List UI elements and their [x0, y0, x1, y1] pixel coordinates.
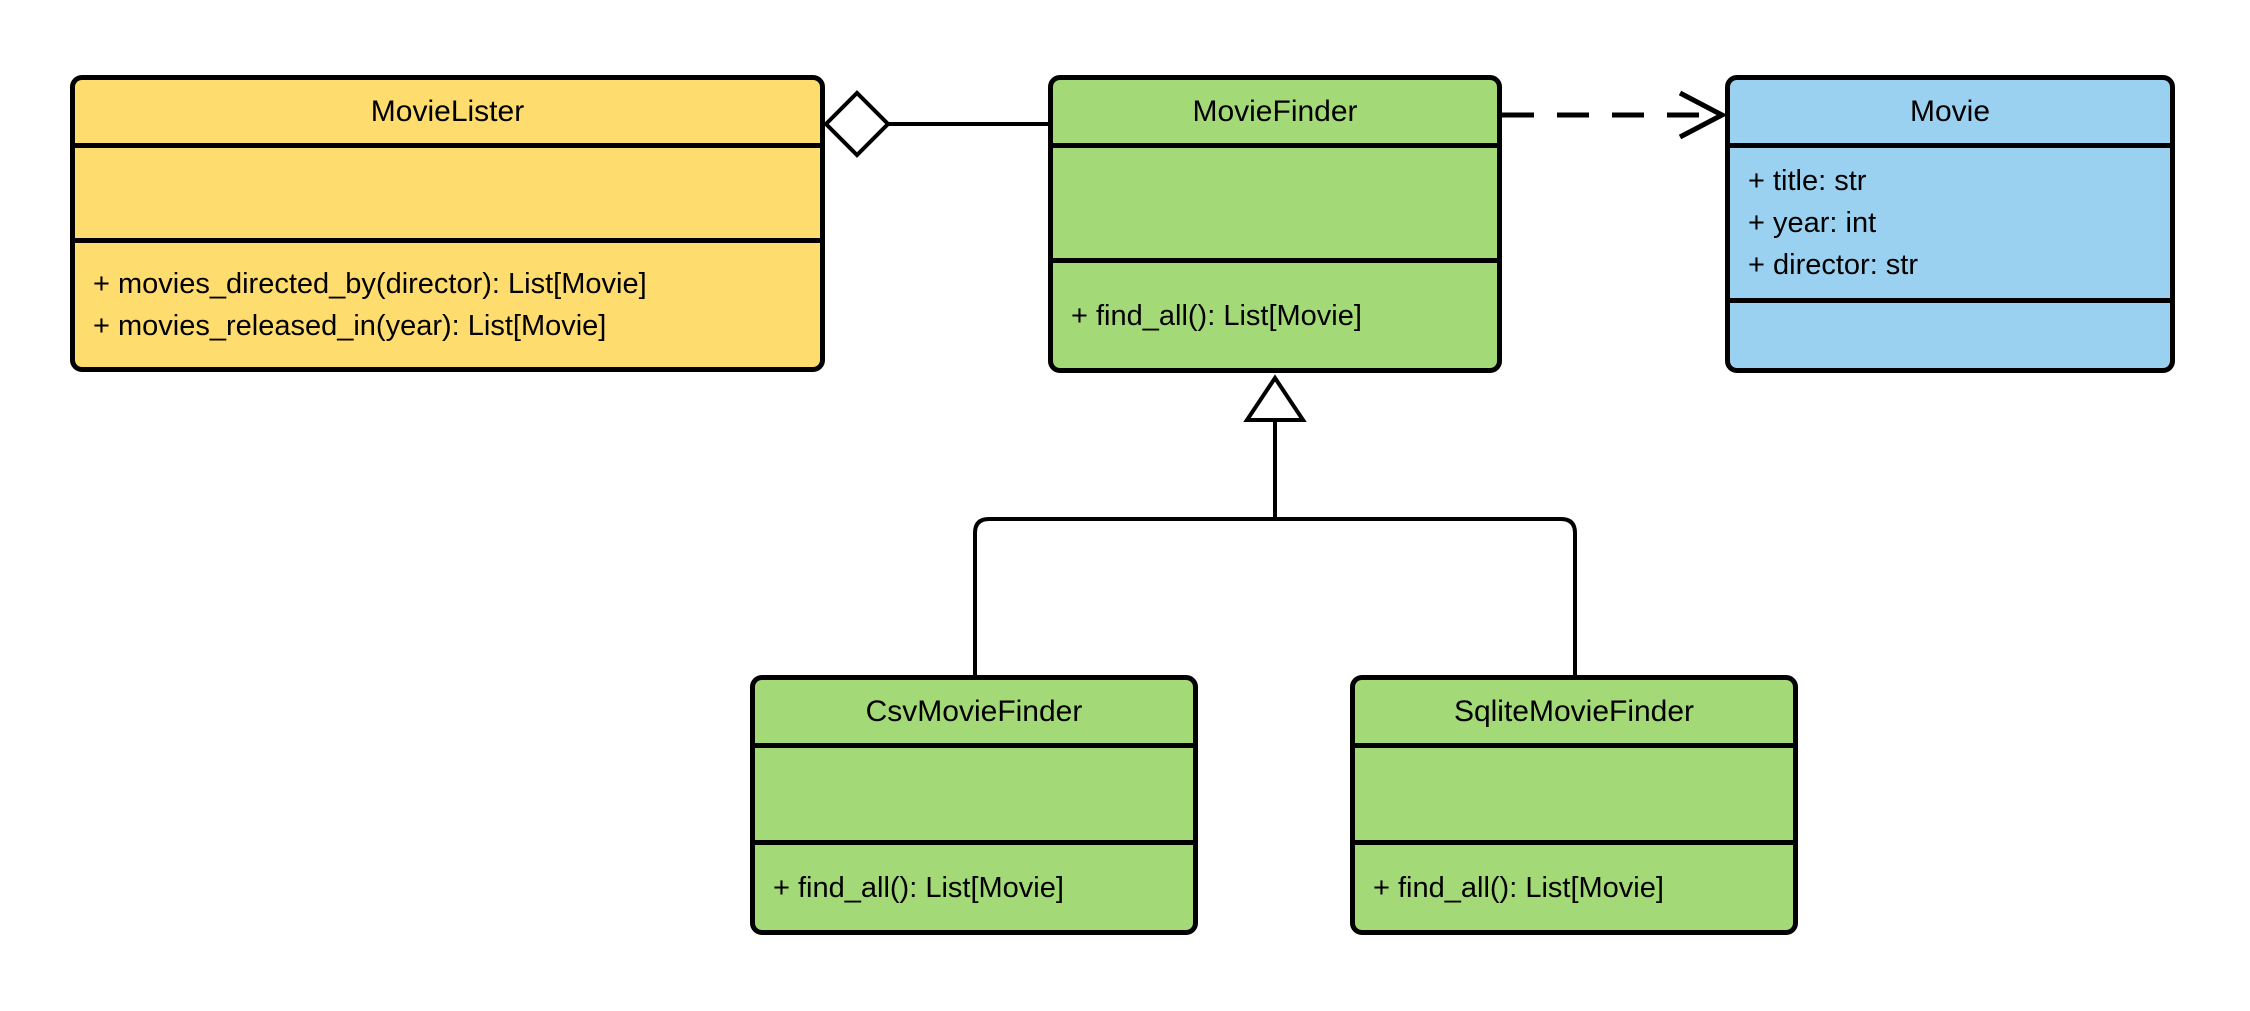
class-box-moviefinder: MovieFinder + find_all(): List[Movie]: [1048, 75, 1502, 373]
class-attributes-section-sqlitemoviefinder: [1355, 743, 1793, 840]
generalization-connector: [973, 374, 1577, 675]
class-attributes-section-movielister: [75, 143, 820, 238]
class-method: + movies_directed_by(director): List[Mov…: [93, 268, 647, 300]
class-box-movie: Movie + title: str + year: int + directo…: [1725, 75, 2175, 373]
aggregation-diamond-icon: [823, 90, 891, 158]
class-attribute: + year: int: [1748, 207, 1877, 239]
class-method: + find_all(): List[Movie]: [1071, 299, 1362, 332]
class-method: + movies_released_in(year): List[Movie]: [93, 310, 607, 342]
class-box-csvmoviefinder: CsvMovieFinder + find_all(): List[Movie]: [750, 675, 1198, 935]
class-attribute: + director: str: [1748, 249, 1919, 281]
class-attributes-section-movie: + title: str + year: int + director: str: [1730, 143, 2170, 298]
class-box-sqlitemoviefinder: SqliteMovieFinder + find_all(): List[Mov…: [1350, 675, 1798, 935]
class-title-moviefinder: MovieFinder: [1192, 94, 1358, 128]
class-title-movie: Movie: [1909, 94, 1991, 128]
class-methods-section-movielister: + movies_directed_by(director): List[Mov…: [75, 238, 820, 367]
class-methods-section-moviefinder: + find_all(): List[Movie]: [1053, 258, 1497, 368]
class-methods-section-movie: [1730, 298, 2170, 368]
class-box-movielister: MovieLister + movies_directed_by(directo…: [70, 75, 825, 372]
class-title-movielister: MovieLister: [370, 94, 525, 128]
dependency-open-arrow-icon: [1678, 90, 1728, 140]
dependency-connector: [1502, 90, 1728, 140]
generalization-branch-line: [973, 517, 1577, 675]
class-method: + find_all(): List[Movie]: [773, 871, 1064, 904]
class-attributes-section-csvmoviefinder: [755, 743, 1193, 840]
class-methods-section-csvmoviefinder: + find_all(): List[Movie]: [755, 840, 1193, 930]
class-attributes-section-moviefinder: [1053, 143, 1497, 258]
class-method: + find_all(): List[Movie]: [1373, 871, 1664, 904]
aggregation-connector: [823, 90, 1048, 158]
class-methods-section-sqlitemoviefinder: + find_all(): List[Movie]: [1355, 840, 1793, 930]
class-title-csvmoviefinder: CsvMovieFinder: [865, 694, 1083, 728]
generalization-triangle-icon: [1243, 374, 1307, 422]
class-attribute: + title: str: [1748, 165, 1867, 197]
class-title-sqlitemoviefinder: SqliteMovieFinder: [1453, 694, 1695, 728]
